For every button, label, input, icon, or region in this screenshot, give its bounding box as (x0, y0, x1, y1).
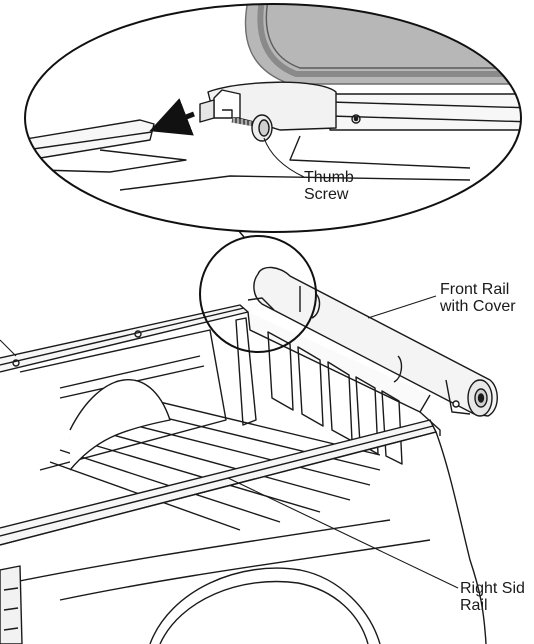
front-bulkhead (247, 311, 431, 413)
label-thumb-screw-line1: Thumb (304, 169, 354, 186)
label-thumb-screw-line2: Screw (304, 186, 349, 203)
label-thumb-screw: Thumb Screw (304, 169, 354, 203)
label-front-rail: Front Rail with Cover (440, 281, 516, 315)
rail-right (329, 93, 521, 131)
label-right-side-rail-line1: Right Sid (460, 580, 525, 597)
zoom-detail (24, 3, 522, 233)
leader-left-rail (0, 339, 17, 357)
removal-arrow (149, 98, 195, 136)
leader-front-rail (367, 295, 437, 319)
label-right-side-rail-line2: Rail (460, 597, 488, 614)
right-side-rail (0, 419, 437, 546)
truck-bed (0, 304, 487, 644)
label-right-side-rail: Right Sid Rail (460, 580, 525, 614)
leader-right-side-rail (227, 477, 459, 589)
leader-thumb-screw (263, 137, 305, 178)
label-front-rail-line1: Front Rail (440, 281, 510, 298)
leader-lines (0, 137, 459, 589)
label-front-rail-line2: with Cover (440, 298, 516, 315)
detail-circle (199, 235, 317, 353)
